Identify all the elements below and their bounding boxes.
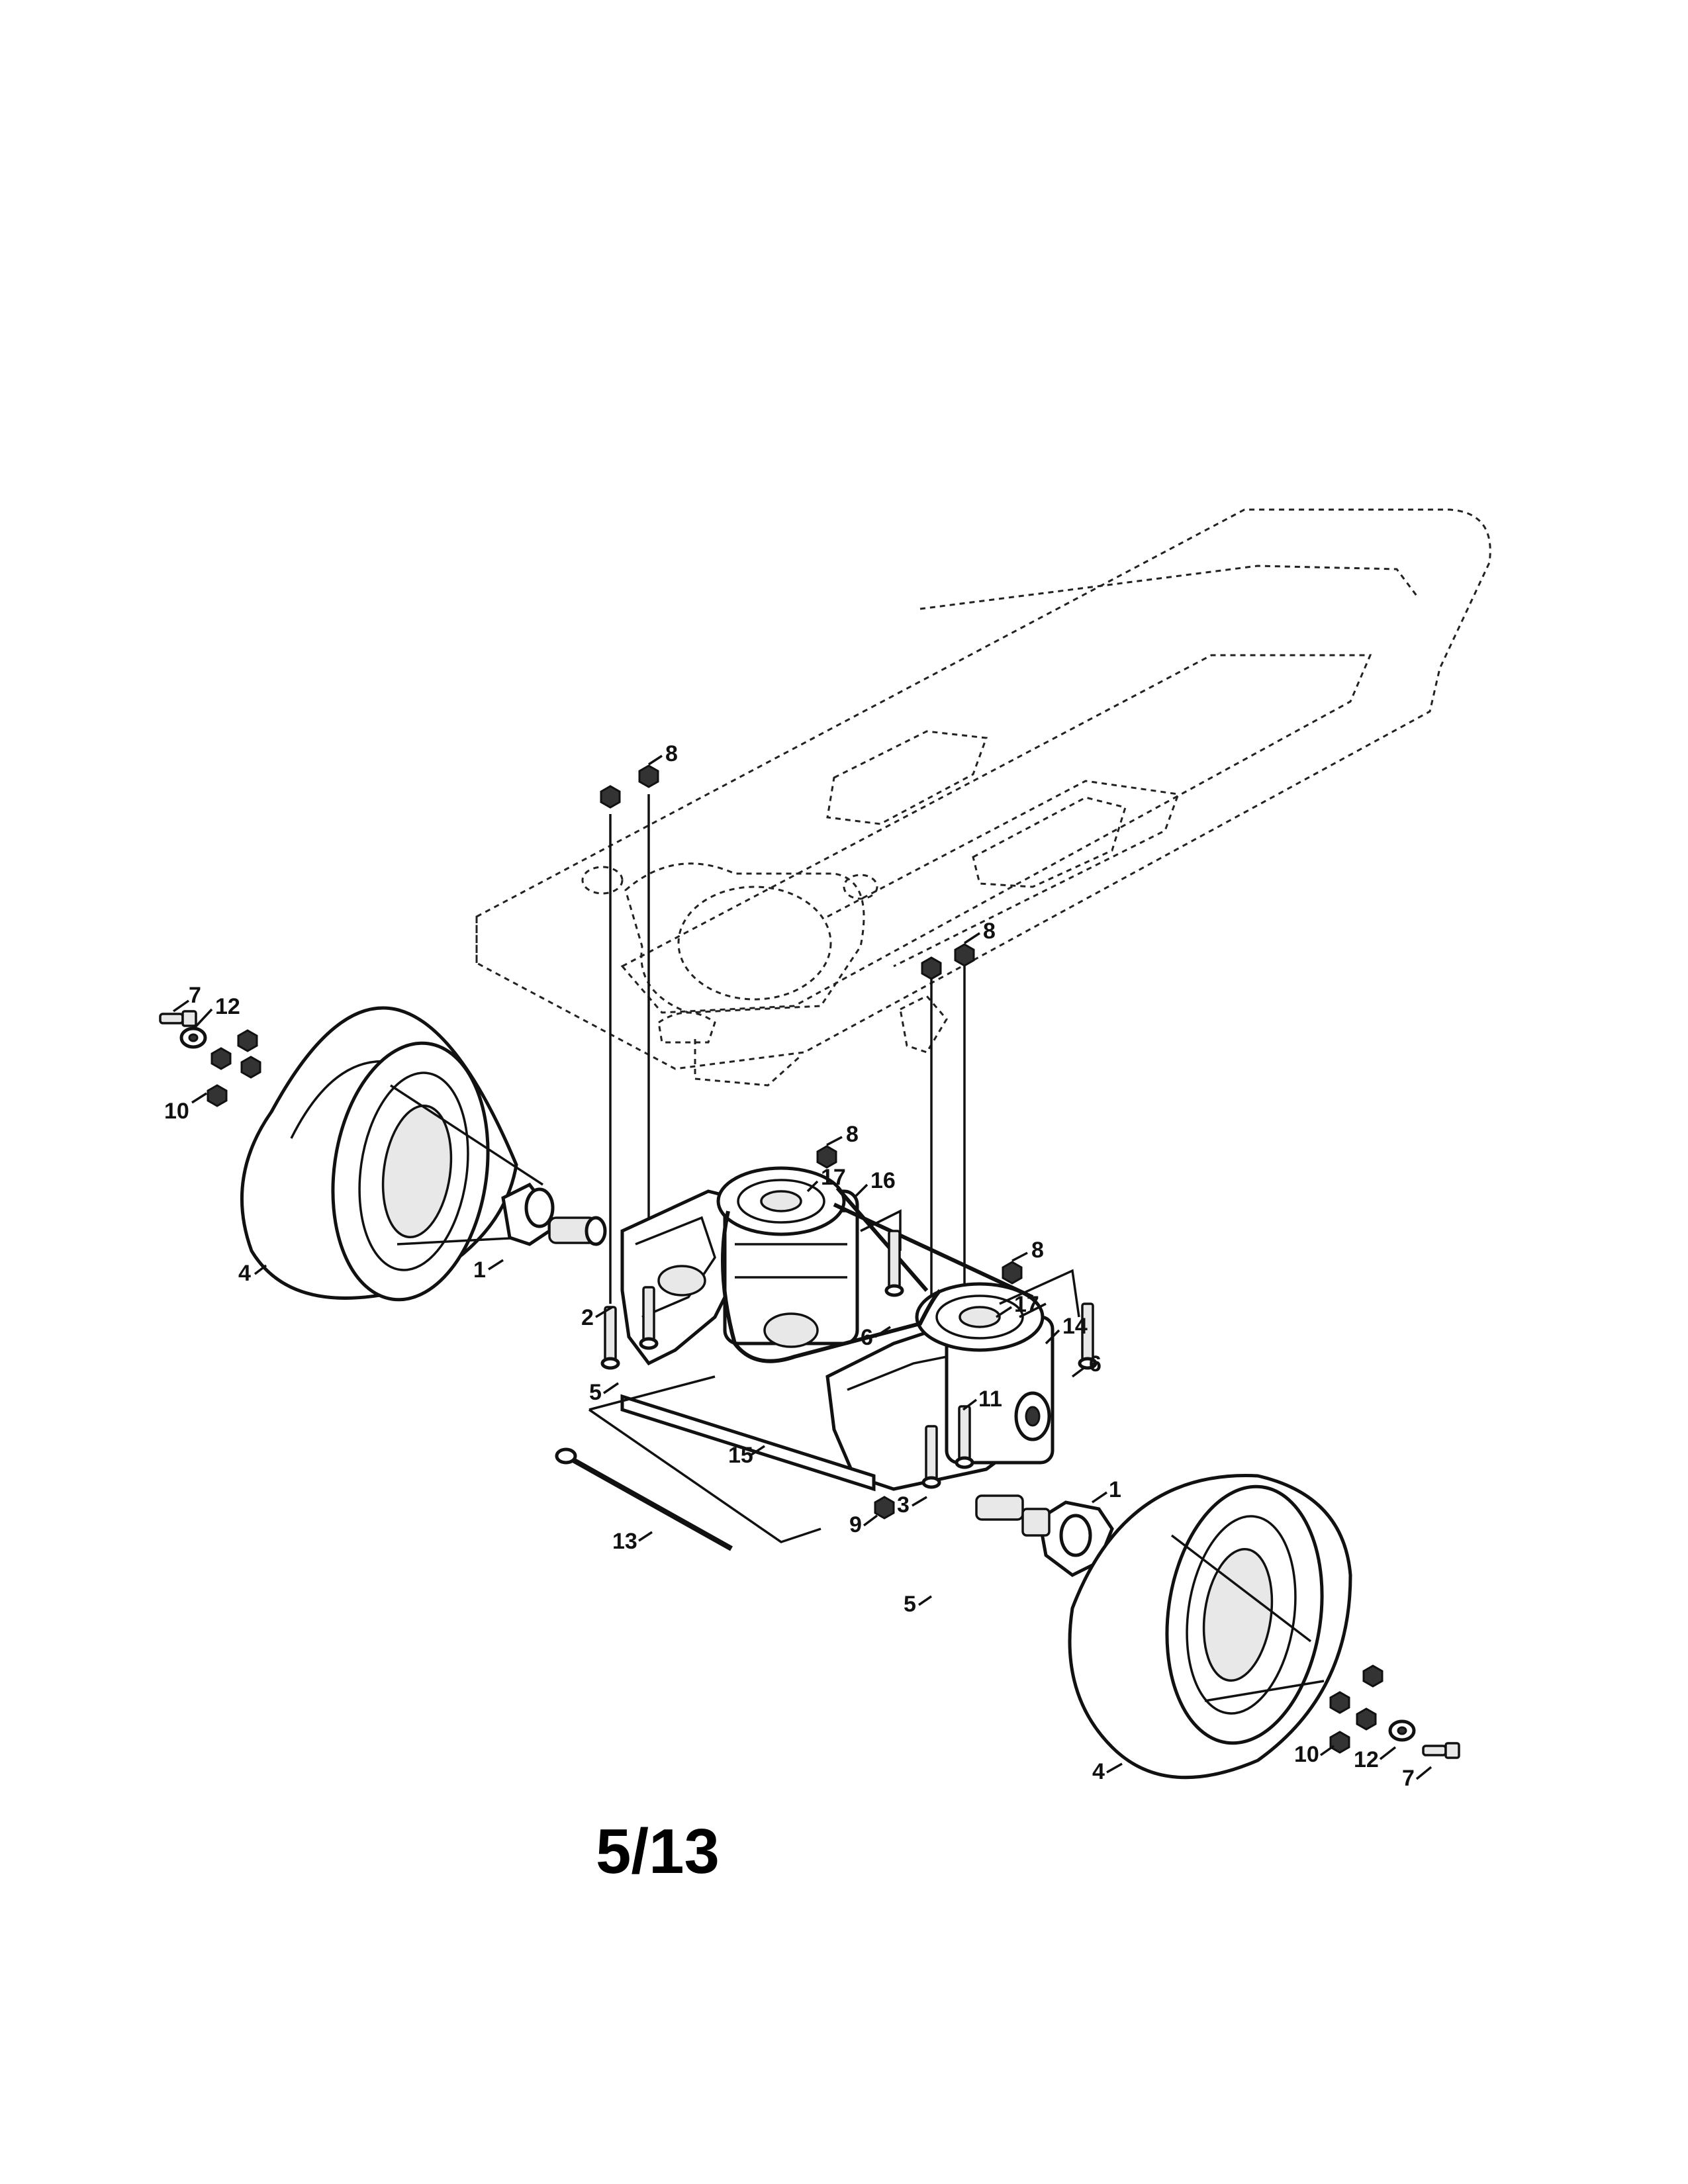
- bolt-6-right: [1078, 1302, 1098, 1370]
- right-transaxle: [825, 1308, 1055, 1491]
- callout-9: 9: [849, 1512, 862, 1537]
- callout-6: 6: [1089, 1351, 1102, 1377]
- left-wheel-hub: [501, 1182, 607, 1246]
- bolt-6-left: [884, 1230, 904, 1297]
- callout-12: 12: [1354, 1747, 1379, 1772]
- right-wheel-hub: [1021, 1500, 1114, 1577]
- callout-2: 2: [581, 1305, 594, 1330]
- callout-7: 7: [189, 983, 201, 1008]
- flange-nut-top-left-2: [638, 764, 659, 788]
- callout-14: 14: [1062, 1314, 1088, 1339]
- callout-4: 4: [1092, 1759, 1105, 1784]
- callout-8: 8: [1031, 1238, 1044, 1263]
- callout-3: 3: [897, 1492, 910, 1518]
- axle-tube: [620, 1394, 876, 1492]
- callout-17: 17: [1014, 1292, 1039, 1317]
- callout-7: 7: [1402, 1766, 1415, 1791]
- bolt-5-right: [921, 1425, 941, 1489]
- pulley-nut-right: [1002, 1261, 1023, 1285]
- callout-labels: 8 8 7 12 10 4 1 2 8 17 16 8 17 14 6 6 5 …: [164, 741, 1415, 1791]
- right-lug-hardware: [1329, 1664, 1460, 1759]
- callout-16: 16: [870, 1168, 896, 1193]
- callout-8: 8: [846, 1122, 859, 1147]
- bolt-5-left-2: [639, 1286, 659, 1350]
- callout-10: 10: [164, 1099, 189, 1124]
- bolt-5-right-2: [955, 1405, 974, 1469]
- left-pulley: [716, 1166, 846, 1236]
- pulley-nut-left: [816, 1145, 837, 1169]
- drive-belt: [721, 1187, 1034, 1363]
- flange-nut-top-left: [600, 785, 621, 809]
- flange-nut-top-right-2: [954, 943, 975, 967]
- callout-11: 11: [978, 1387, 1002, 1412]
- callout-15: 15: [728, 1443, 753, 1468]
- page-number: 5/13: [596, 1816, 720, 1887]
- mower-frame: [475, 508, 1491, 1087]
- callout-5: 5: [589, 1380, 602, 1405]
- callout-8: 8: [983, 919, 996, 944]
- leader-lines: [173, 754, 1432, 1780]
- callout-1: 1: [1109, 1477, 1121, 1502]
- callout-6: 6: [861, 1325, 873, 1350]
- nut-9: [874, 1496, 895, 1520]
- callout-4: 4: [238, 1261, 251, 1286]
- right-wheel: [1068, 1474, 1352, 1780]
- flange-nut-top-right: [921, 956, 942, 980]
- bolt-5-left: [600, 1306, 620, 1370]
- callout-12: 12: [215, 994, 240, 1019]
- callout-1: 1: [473, 1257, 486, 1283]
- callout-10: 10: [1294, 1742, 1319, 1767]
- callout-17: 17: [821, 1165, 846, 1190]
- callout-8: 8: [665, 741, 678, 766]
- callout-5: 5: [904, 1592, 916, 1617]
- right-pulley: [915, 1282, 1045, 1352]
- callout-13: 13: [612, 1529, 637, 1554]
- right-axle-shaft: [975, 1494, 1024, 1521]
- tie-rod: [555, 1447, 733, 1551]
- left-wheel: [240, 1006, 543, 1302]
- mounting-plate-outline: [588, 1375, 821, 1543]
- left-lug-hardware: [159, 1010, 261, 1107]
